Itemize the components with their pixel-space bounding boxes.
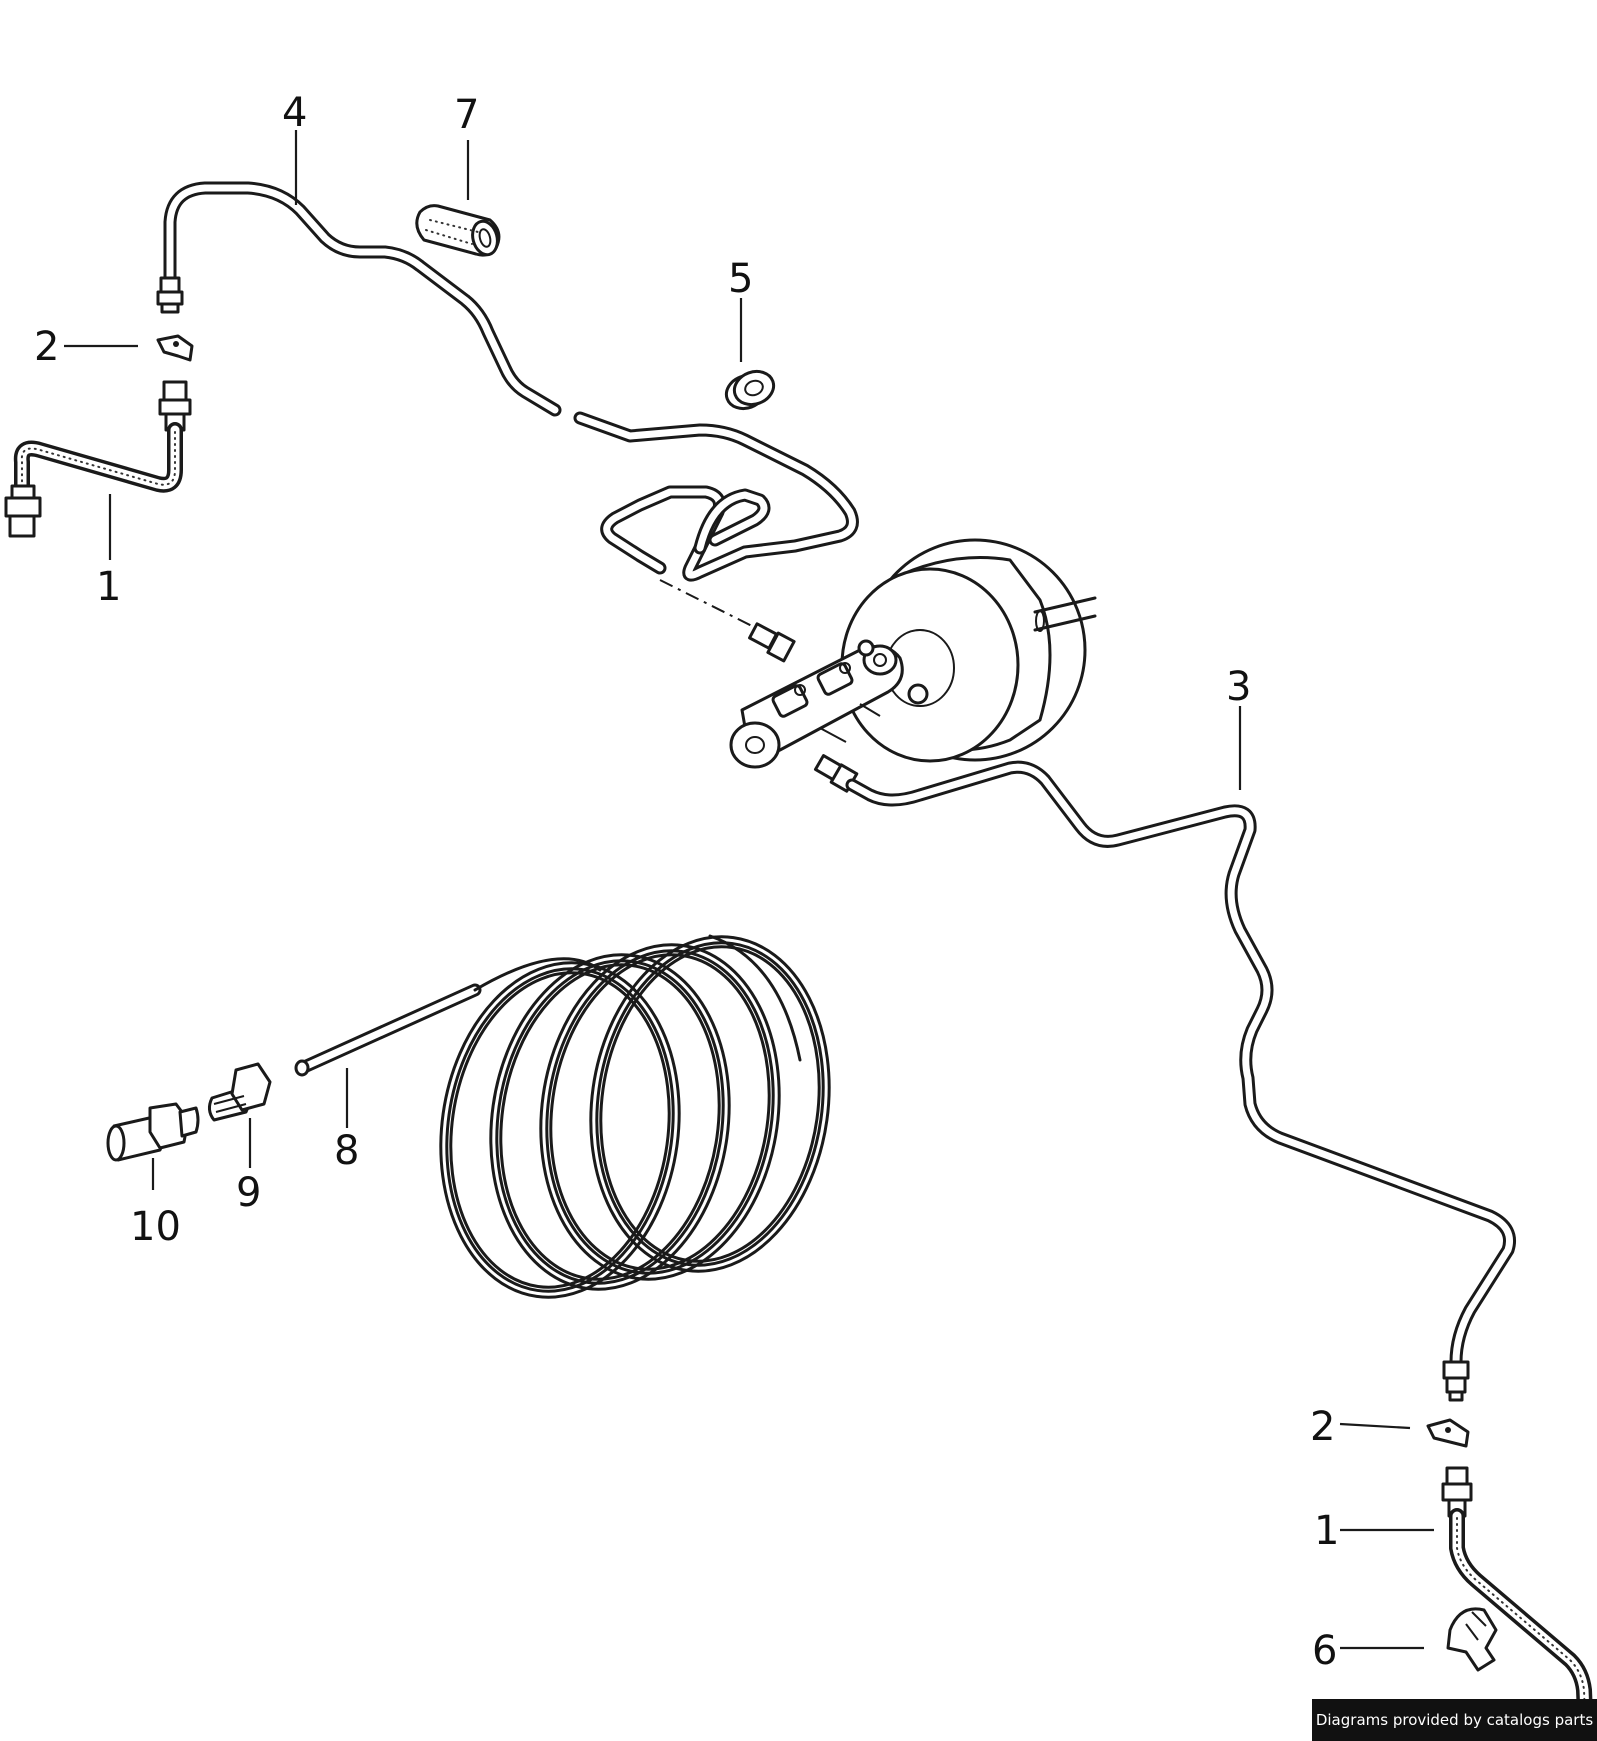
callout-10: 10 xyxy=(130,1204,181,1250)
part-7-rubber-sleeve xyxy=(415,204,501,257)
callout-1-top: 1 xyxy=(96,564,121,610)
callout-8: 8 xyxy=(334,1128,359,1174)
callout-1-bottom: 1 xyxy=(1314,1508,1339,1554)
callout-2-bottom: 2 xyxy=(1310,1404,1335,1450)
callout-9: 9 xyxy=(236,1170,261,1216)
callout-6: 6 xyxy=(1312,1628,1337,1674)
part-1-brake-hose-bottom xyxy=(1441,1466,1594,1741)
part-8-brake-pipe-coil xyxy=(294,934,831,1299)
credit-text: Diagrams provided by catalogs parts xyxy=(1315,1711,1594,1729)
callout-numbers: 4 7 5 2 1 3 8 9 10 2 1 6 xyxy=(34,90,1339,1674)
part-2-clip-top xyxy=(156,334,194,362)
part-6-retaining-clip xyxy=(1446,1607,1498,1672)
callout-4: 4 xyxy=(282,90,307,136)
part-5-grommet xyxy=(724,369,776,411)
callout-2-top: 2 xyxy=(34,324,59,370)
brake-booster-master-cylinder xyxy=(729,538,1097,769)
part-10-fitting xyxy=(106,1102,200,1162)
part-4-brake-line xyxy=(156,181,859,663)
part-1-brake-hose-top xyxy=(4,380,192,538)
part-2-clip-bottom xyxy=(1426,1418,1470,1448)
leader-lines xyxy=(64,130,1434,1650)
part-9-fitting xyxy=(207,1062,272,1122)
callout-3: 3 xyxy=(1226,664,1251,710)
callout-5: 5 xyxy=(728,256,753,302)
part-3-brake-line xyxy=(813,754,1516,1402)
callout-7: 7 xyxy=(454,92,479,138)
credit-banner: Diagrams provided by catalogs parts xyxy=(1312,1699,1597,1741)
